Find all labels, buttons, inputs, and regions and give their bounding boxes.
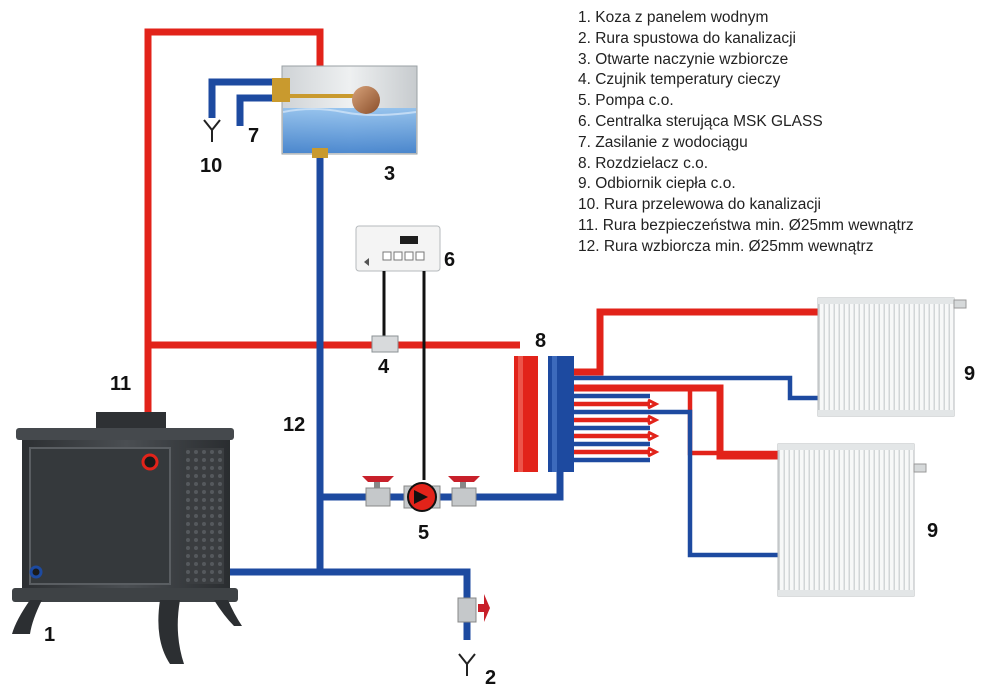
legend-item: 8. Rozdzielacz c.o. (578, 154, 709, 172)
legend-item: 5. Pompa c.o. (578, 92, 674, 110)
label-stove: 1 (44, 624, 55, 646)
legend-item: 6. Centralka sterująca MSK GLASS (578, 112, 823, 130)
cold-manifold-branches (574, 375, 818, 558)
radiator-bottom (777, 443, 927, 597)
stove-leg-front (158, 600, 184, 664)
legend-item: 11. Rura bezpieczeństwa min. Ø25mm wewną… (578, 216, 914, 234)
tank-outlet-fitting (312, 148, 328, 158)
stove (12, 412, 242, 664)
temperature-sensor (371, 335, 399, 353)
legend-item: 1. Koza z panelem wodnym (578, 9, 769, 26)
controller-buttons (382, 251, 425, 261)
float-ball (352, 86, 380, 114)
supply-water-pipe (236, 94, 282, 126)
stove-flue (96, 412, 166, 432)
manifold (514, 356, 574, 472)
legend-item: 9. Odbiornik ciepła c.o. (578, 175, 736, 193)
expansion-tank (272, 65, 418, 158)
manifold-cold (548, 356, 574, 472)
label-tank: 3 (384, 163, 395, 185)
manifold-hot (514, 356, 538, 472)
control-cables (382, 271, 426, 480)
ball-valve-right (448, 476, 480, 507)
safety-pipe (144, 28, 324, 462)
label-radiator-bottom: 9 (927, 520, 938, 542)
stove-inlet (29, 565, 43, 579)
stove-leg-left (12, 600, 42, 634)
funnel-icon (458, 653, 476, 676)
controller-msk-glass (355, 225, 441, 272)
label-controller: 6 (444, 249, 455, 271)
label-drain: 2 (485, 667, 496, 689)
drain-valve (457, 594, 490, 623)
legend-item: 3. Otwarte naczynie wzbiorcze (578, 50, 789, 68)
radiator-top (817, 297, 967, 417)
controller-logo-icon (364, 258, 369, 266)
label-manifold: 8 (535, 330, 546, 352)
legend-item: 4. Czujnik temperatury cieczy (578, 71, 781, 89)
funnel-icon (203, 119, 221, 142)
controller-display (400, 236, 418, 244)
legend-list: 1. Koza z panelem wodnym 2. Rura spustow… (578, 8, 914, 258)
label-safety-pipe: 11 (110, 373, 131, 395)
label-supply: 7 (248, 125, 259, 147)
legend-item: 2. Rura spustowa do kanalizacji (578, 29, 796, 47)
float-valve-body (272, 78, 290, 102)
pump-line (320, 470, 564, 501)
label-radiator-top: 9 (964, 363, 975, 385)
label-expansion-pipe: 12 (283, 414, 305, 436)
label-overflow: 10 (200, 155, 222, 177)
stove-leg-right (214, 600, 242, 626)
tank-water (283, 108, 416, 153)
ball-valve-left (362, 476, 394, 507)
legend-item: 10. Rura przelewowa do kanalizacji (578, 196, 821, 214)
overflow-pipe (208, 78, 282, 118)
legend-item: 7. Zasilanie z wodociągu (578, 133, 748, 151)
label-pump: 5 (418, 522, 429, 544)
branch-arrows (647, 398, 660, 458)
radiator-top-supply (548, 308, 820, 376)
label-sensor: 4 (378, 356, 390, 378)
pump (403, 482, 441, 512)
stove-outlet (141, 453, 159, 471)
legend-item: 12. Rura wzbiorcza min. Ø25mm wewnątrz (578, 237, 874, 255)
